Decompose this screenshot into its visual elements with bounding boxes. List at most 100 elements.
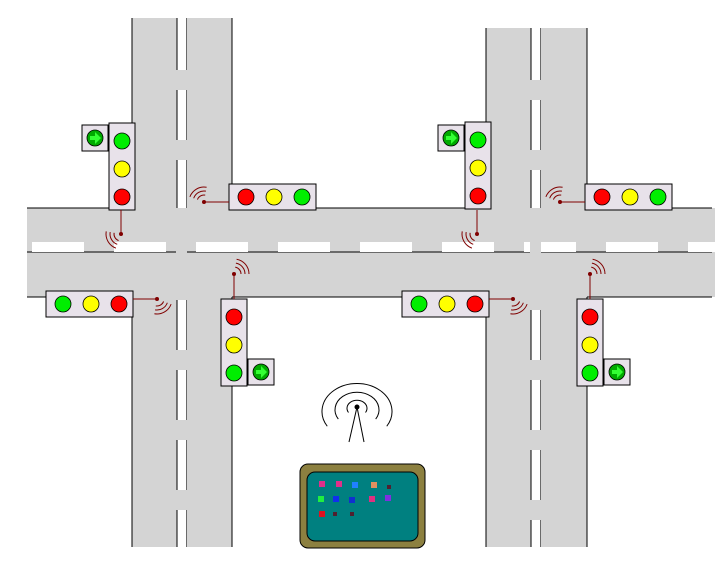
traffic-light-west (45, 290, 172, 318)
signal-wave (591, 262, 602, 275)
lane-gap (176, 350, 187, 370)
sensor-dot (155, 297, 159, 301)
signal-wave (511, 301, 521, 307)
indicator-light (319, 511, 325, 517)
traffic-light-west (401, 290, 528, 318)
signal-wave (155, 301, 165, 307)
controller-screen (306, 471, 419, 542)
antenna-leg (348, 406, 358, 443)
yellow-lamp (469, 159, 487, 177)
lane-gap (176, 420, 187, 440)
intersection-gap (530, 208, 541, 297)
indicator-light (333, 496, 339, 502)
indicator-light (385, 495, 391, 501)
sensor-dot (119, 232, 123, 236)
signal-wave (545, 186, 563, 198)
signal-wave (552, 194, 562, 200)
green-lamp (410, 295, 428, 313)
signal-wave (591, 266, 598, 275)
signal-wave (109, 232, 118, 245)
signal-wave (196, 194, 206, 200)
indicator-light (387, 485, 391, 489)
sensor-dot (588, 272, 592, 276)
lane-gap (530, 290, 541, 310)
signal-wave (189, 186, 207, 198)
lane-dash (442, 242, 494, 252)
lane-dash (114, 242, 166, 252)
green-lamp (649, 188, 667, 206)
indicator-light (336, 481, 342, 487)
lane-dash (606, 242, 658, 252)
green-lamp (293, 188, 311, 206)
lane-gap (530, 360, 541, 380)
red-lamp (469, 187, 487, 205)
lane-gap (530, 150, 541, 170)
sensor-dot (558, 200, 562, 204)
red-lamp (466, 295, 484, 313)
yellow-lamp (621, 188, 639, 206)
signal-wave (461, 231, 473, 249)
signal-wave (235, 266, 242, 275)
yellow-lamp (265, 188, 283, 206)
roads (27, 18, 720, 557)
traffic-light-north (81, 122, 136, 249)
green-lamp (469, 131, 487, 149)
signal-wave (235, 262, 246, 275)
sensor-dot (475, 232, 479, 236)
lane-dash (278, 242, 330, 252)
indicator-light (318, 496, 324, 502)
traffic-light-south (220, 258, 275, 387)
green-lamp (581, 364, 599, 382)
lane-gap (530, 80, 541, 100)
antenna-icon (321, 383, 393, 443)
red-lamp (113, 188, 131, 206)
broadcast-arc (334, 391, 380, 420)
arrow-icon (612, 366, 623, 378)
red-lamp (593, 188, 611, 206)
central-controller (299, 383, 426, 549)
red-lamp (110, 295, 128, 313)
broadcast-arc (346, 399, 368, 413)
signal-wave (105, 231, 117, 249)
green-lamp (54, 295, 72, 313)
signal-wave (510, 303, 528, 315)
signal-wave (193, 190, 206, 199)
arrow-icon (90, 132, 101, 144)
arrow-icon (446, 132, 457, 144)
traffic-light-east (189, 183, 317, 211)
lane-gap (176, 70, 187, 90)
red-lamp (581, 308, 599, 326)
traffic-light-north (437, 121, 492, 249)
signal-wave (155, 302, 168, 311)
sensor-dot (232, 272, 236, 276)
signal-wave (465, 232, 474, 245)
yellow-lamp (438, 295, 456, 313)
lane-gap (530, 430, 541, 450)
lane-dash (688, 242, 720, 252)
indicator-light (349, 497, 355, 503)
red-lamp (237, 188, 255, 206)
lane-gap (530, 500, 541, 520)
yellow-lamp (82, 295, 100, 313)
yellow-lamp (581, 336, 599, 354)
intersection-gap (176, 208, 187, 297)
red-lamp (225, 308, 243, 326)
traffic-light-east (545, 183, 673, 211)
lane-dash (32, 242, 84, 252)
indicator-light (319, 481, 325, 487)
indicator-light (333, 512, 337, 516)
lane-dash (360, 242, 412, 252)
signal-wave (154, 303, 172, 315)
indicator-light (350, 512, 354, 516)
signal-wave (469, 232, 475, 242)
signal-wave (113, 232, 119, 242)
arrow-icon (256, 366, 267, 378)
signal-wave (236, 258, 250, 275)
antenna-leg (356, 406, 365, 443)
green-lamp (113, 132, 131, 150)
lane-dash (524, 242, 576, 252)
arrow-housing (247, 358, 275, 386)
lane-dash (196, 242, 248, 252)
indicator-light (352, 482, 358, 488)
